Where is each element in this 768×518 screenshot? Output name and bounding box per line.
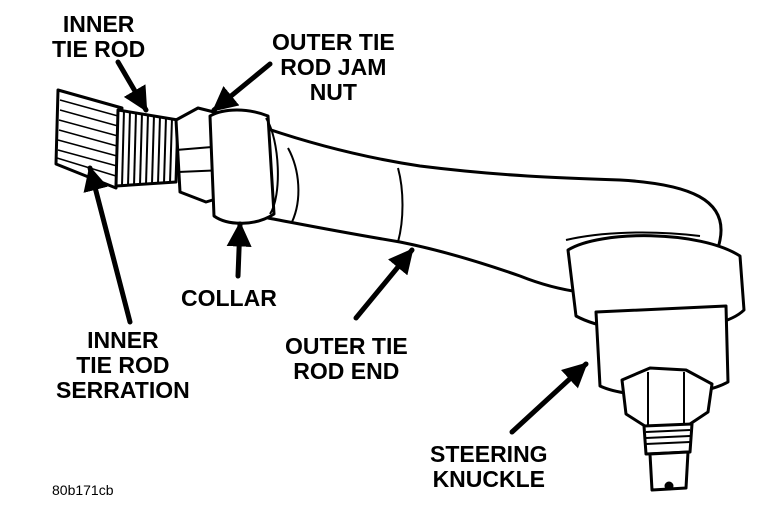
arrow-serration — [83, 165, 133, 325]
label-line: TIE ROD — [52, 36, 146, 62]
label-line: INNER — [62, 11, 135, 37]
label-inner-tie-rod: INNER TIE ROD — [52, 12, 145, 62]
label-line: OUTER TIE — [272, 29, 395, 55]
label-line: SERRATION — [56, 377, 190, 403]
label-outer-tie-rod-end: OUTER TIE ROD END — [285, 334, 408, 384]
label-steering-knuckle: STEERING KNUCKLE — [430, 442, 548, 492]
threaded-section — [114, 108, 180, 188]
collar-part — [208, 108, 279, 225]
label-line: OUTER TIE — [285, 333, 408, 359]
arrow-steering-knuckle — [509, 361, 589, 435]
label-line: NUT — [309, 79, 357, 105]
label-line: COLLAR — [181, 285, 277, 311]
inner-tie-rod-shaft — [54, 88, 124, 190]
steering-knuckle-part — [566, 234, 746, 492]
label-collar: COLLAR — [181, 286, 277, 311]
arrow-inner-tie-rod — [115, 59, 149, 113]
arrow-outer-tie-rod-end — [353, 247, 415, 321]
label-line: INNER — [87, 327, 159, 353]
figure-code: 80b171cb — [52, 482, 114, 498]
label-inner-tie-rod-serration: INNER TIE ROD SERRATION — [56, 328, 190, 403]
arrow-jam-nut — [211, 61, 273, 113]
label-line: TIE ROD — [76, 352, 170, 378]
label-outer-tie-rod-jam-nut: OUTER TIE ROD JAM NUT — [272, 30, 395, 105]
label-line: STEERING — [430, 441, 548, 467]
label-line: ROD JAM — [280, 54, 387, 80]
arrow-collar — [226, 221, 252, 279]
label-line: KNUCKLE — [432, 466, 546, 492]
label-line: ROD END — [293, 358, 400, 384]
